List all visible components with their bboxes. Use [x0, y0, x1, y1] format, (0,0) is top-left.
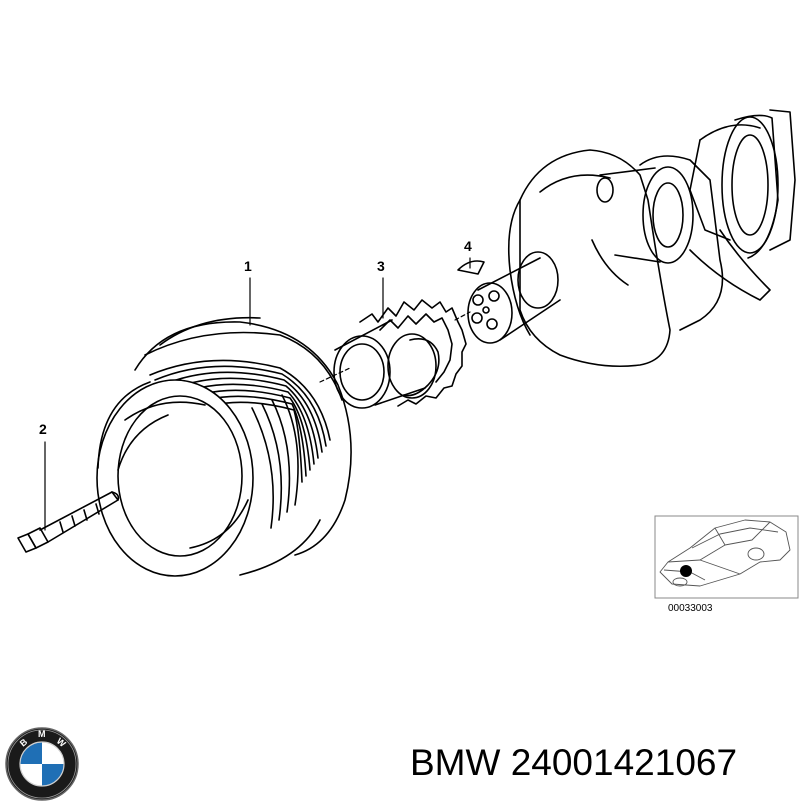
callout-2: 2 [39, 421, 47, 437]
gear-drawing [333, 299, 467, 409]
svg-text:B: B [18, 736, 30, 748]
callout-1: 1 [244, 258, 252, 274]
location-marker [680, 565, 692, 577]
bmw-logo: B M W [5, 727, 79, 801]
vehicle-locator-inset: 00033003 [654, 515, 799, 614]
pulley-drawing [96, 316, 352, 577]
svg-text:M: M [38, 729, 46, 739]
woodruff-key-drawing [457, 260, 485, 275]
bolt-drawing [17, 491, 120, 553]
callout-3: 3 [377, 258, 385, 274]
part-number-caption: BMW 24001421067 [410, 742, 738, 783]
callout-4: 4 [464, 238, 472, 254]
reference-code: 00033003 [668, 603, 713, 614]
leader-lines [44, 257, 471, 531]
crankshaft-drawing [467, 109, 796, 368]
